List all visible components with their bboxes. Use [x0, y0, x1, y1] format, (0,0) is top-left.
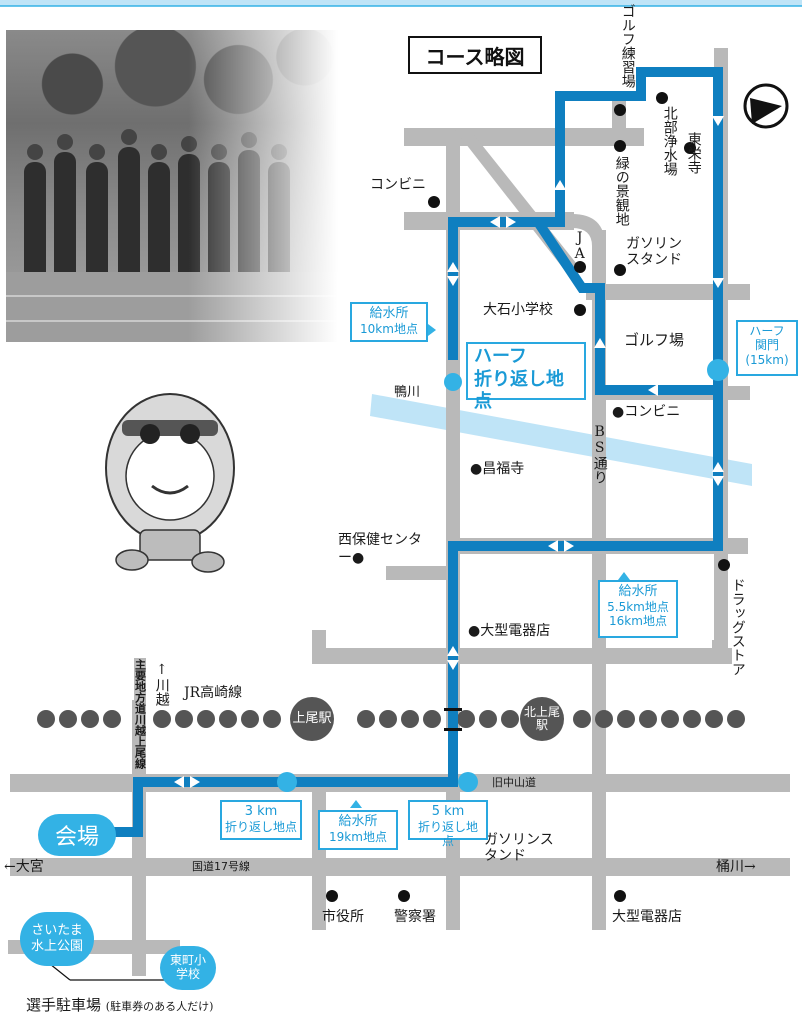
label-shiyakusho: 市役所 [322, 909, 364, 925]
parking-badge-school: 東町小学校 [160, 946, 216, 990]
label-oishi: 大石小学校 [483, 302, 553, 318]
venue-badge: 会場 [38, 814, 116, 856]
label-jr-line: JR高崎線 [184, 685, 243, 701]
label-omiya: ←大宮 [4, 859, 44, 875]
parking-badge-park: さいたま水上公園 [20, 912, 94, 966]
landmark-dots [326, 92, 730, 902]
label-kyu-nakasendo: 旧中山道 [492, 776, 536, 789]
label-denki1: ●大型電器店 [468, 623, 551, 639]
label-bs-dori: BS通り [591, 424, 608, 484]
label-kawagoe: ↑川越 [153, 662, 170, 706]
label-kamogawa: 鴨川 [394, 385, 421, 400]
jr-line [37, 710, 745, 728]
parking-caption: 選手駐車場 (駐車券のある人だけ) [26, 996, 214, 1014]
box-half-gate: ハーフ関門(15km) [736, 320, 798, 376]
label-shofukuji: ●昌福寺 [470, 461, 525, 477]
river [370, 394, 752, 486]
station-kita-ageo: 北上尾駅 [520, 697, 564, 741]
race-photo [6, 30, 338, 342]
compass-icon [743, 83, 789, 129]
map-title: コース略図 [408, 36, 542, 74]
label-keisatsu: 警察署 [394, 909, 436, 925]
label-golf-practice: ゴルフ練習場 [619, 4, 636, 88]
mascot-illustration [105, 393, 235, 573]
course-arrows [174, 78, 724, 788]
label-major-road: 主要地方道川越上尾線 [133, 658, 147, 770]
box-half-turnaround: ハーフ折り返し地点 [466, 342, 586, 412]
label-north-water: 北部浄水場 [661, 106, 678, 176]
course-markers [277, 324, 729, 808]
label-nishi-hoken: 西保健センター● [338, 532, 422, 566]
label-konbini1: コンビニ [370, 177, 426, 193]
label-ja: JA [571, 230, 588, 262]
parking-connector [49, 963, 71, 981]
label-golf: ゴルフ場 [624, 331, 685, 349]
label-okegawa: 桶川→ [716, 859, 756, 875]
label-denki2: 大型電器店 [612, 909, 682, 925]
station-ageo: 上尾駅 [290, 697, 334, 741]
label-konbini2: ●コンビニ [612, 404, 681, 420]
label-gas1: ガソリンスタンド [626, 236, 682, 269]
label-drugstore: ドラッグストア [729, 578, 746, 676]
label-gas2: ガソリンスタンド [484, 832, 554, 865]
label-midori: 緑の景観地 [613, 156, 630, 226]
label-kokudo17: 国道17号線 [192, 860, 250, 873]
label-toeiji: 東栄寺 [685, 132, 702, 174]
